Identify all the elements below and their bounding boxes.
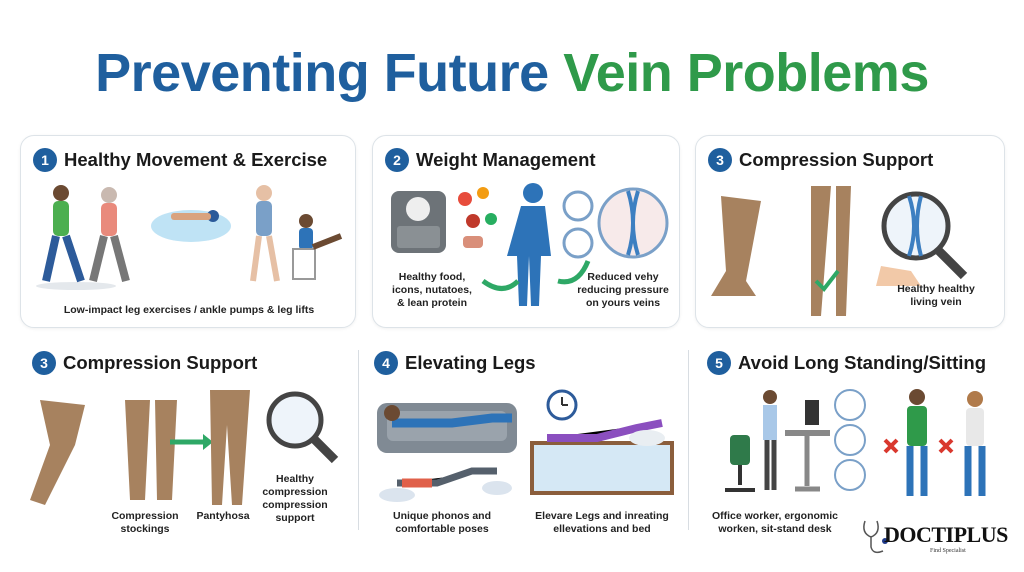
caption: Compression stockings bbox=[111, 510, 179, 536]
section-avoid-long-standing: 5 Avoid Long Standing/Sitting Office work… bbox=[695, 345, 1015, 535]
section-heading: Healthy Movement & Exercise bbox=[64, 149, 328, 170]
section-number-badge: 2 bbox=[385, 148, 409, 172]
caption: Office worker, ergonomic worken, sit-sta… bbox=[711, 510, 839, 536]
section-heading: Compression Support bbox=[739, 149, 934, 170]
doctiplus-logo: DOCTIPLUS Find Specialist bbox=[860, 515, 1020, 565]
compression-illustration bbox=[711, 186, 968, 316]
card-weight-management: 2 Weight Management Healthy food, icons, … bbox=[372, 135, 680, 328]
weight-illustration bbox=[391, 183, 669, 306]
caption: Healthy food, icons, nutatoes, & lean pr… bbox=[392, 271, 472, 310]
section-number-badge: 3 bbox=[32, 351, 56, 375]
section-heading: Avoid Long Standing/Sitting bbox=[738, 352, 986, 373]
section-number-badge: 4 bbox=[374, 351, 398, 375]
caption: Reduced vehy reducing pressure on yours … bbox=[577, 271, 669, 310]
section-number-badge: 3 bbox=[708, 148, 732, 172]
section-elevating-legs: 4 Elevating Legs Unique phonos and comfor… bbox=[372, 345, 680, 540]
section-heading: Weight Management bbox=[416, 149, 596, 170]
office-worker-illustration bbox=[725, 389, 986, 496]
divider bbox=[688, 350, 689, 530]
elevating-legs-illustration bbox=[377, 389, 674, 502]
caption: Healthy compression compression support bbox=[262, 473, 328, 525]
card-compression-support-top: 3 Compression Support Healthy healthy liv… bbox=[695, 135, 1005, 328]
exercise-illustration bbox=[36, 185, 343, 290]
caption: Pantyhosa bbox=[196, 510, 250, 522]
section-number-badge: 5 bbox=[707, 351, 731, 375]
stethoscope-icon bbox=[863, 520, 888, 554]
section-number-badge: 1 bbox=[33, 148, 57, 172]
caption: Unique phonos and comfortable poses bbox=[393, 510, 491, 536]
caption: Low-impact leg exercises / ankle pumps &… bbox=[63, 304, 315, 316]
page-title: Preventing Future Vein Problems bbox=[95, 43, 929, 103]
section-heading: Elevating Legs bbox=[405, 352, 536, 373]
card-healthy-movement: 1 Healthy Movement & Exercise Low-impact … bbox=[20, 135, 356, 328]
caption: Healthy healthy living vein bbox=[897, 283, 975, 309]
section-heading: Compression Support bbox=[63, 352, 258, 373]
stockings-illustration bbox=[30, 390, 339, 505]
caption: Elevare Legs and inreating ellevations a… bbox=[535, 510, 669, 536]
divider bbox=[358, 350, 359, 530]
section-compression-support: 3 Compression Support Compression stockin… bbox=[20, 345, 356, 540]
